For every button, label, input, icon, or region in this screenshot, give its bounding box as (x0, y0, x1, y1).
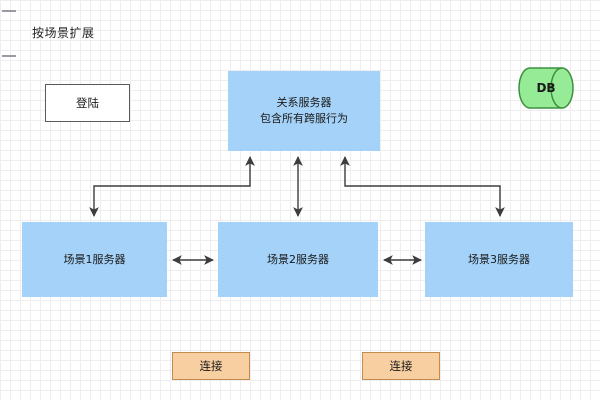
connector-scene3-to-relation (340, 156, 505, 217)
db-cylinder-shape (518, 67, 574, 109)
node-scene-server-3[interactable]: 场景3服务器 (425, 222, 573, 297)
page-boundary-tick-bottom (2, 55, 16, 57)
node-login[interactable]: 登陆 (45, 84, 130, 122)
node-scene-server-2[interactable]: 场景2服务器 (218, 222, 378, 297)
node-scene-server-1[interactable]: 场景1服务器 (22, 222, 167, 297)
page-boundary-tick-top (2, 10, 16, 12)
node-scene-server-1-label: 场景1服务器 (63, 252, 126, 266)
node-db-label: DB (536, 81, 556, 95)
node-login-label: 登陆 (76, 95, 99, 110)
node-connect-1[interactable]: 连接 (172, 352, 250, 380)
node-scene-server-3-label: 场景3服务器 (468, 252, 530, 266)
connector-scene1-to-relation (89, 156, 255, 217)
node-connect-2-label: 连接 (389, 358, 413, 373)
node-connect-1-label: 连接 (199, 358, 223, 373)
node-relation-server-label: 关系服务器 包含所有跨服行为 (260, 96, 348, 125)
node-scene-server-2-label: 场景2服务器 (267, 252, 329, 266)
node-connect-2[interactable]: 连接 (362, 352, 440, 380)
diagram-title: 按场景扩展 (32, 26, 95, 40)
node-relation-server[interactable]: 关系服务器 包含所有跨服行为 (228, 71, 380, 151)
